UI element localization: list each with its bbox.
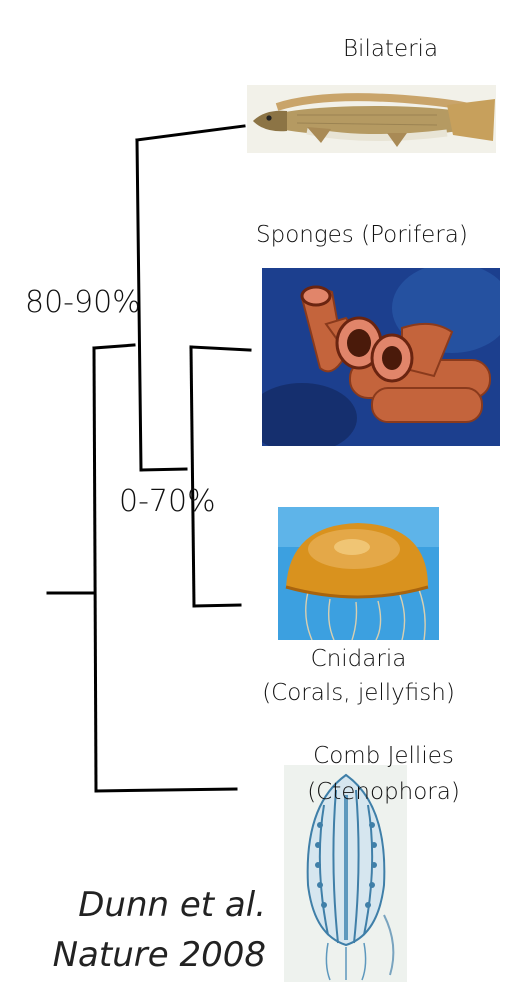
branch-ctenophora bbox=[96, 789, 236, 791]
support-value-inner: 0-70% bbox=[119, 484, 216, 519]
bilateria-image bbox=[247, 85, 496, 153]
jellyfish-icon bbox=[278, 507, 439, 640]
fish-icon bbox=[247, 85, 496, 153]
taxon-label-cnidaria-line2: (Corals, jellyfish) bbox=[246, 676, 471, 710]
sponge-icon bbox=[262, 268, 500, 446]
taxon-label-ctenophora-line2: (Ctenophora) bbox=[284, 774, 483, 810]
taxon-label-ctenophora: Comb Jellies (Ctenophora) bbox=[284, 738, 483, 810]
taxon-label-ctenophora-line1: Comb Jellies bbox=[284, 738, 483, 774]
support-value-outer: 80-90% bbox=[25, 285, 141, 320]
branch-clade-80-90 bbox=[94, 345, 134, 348]
node-sponge-cnidaria-vertical bbox=[191, 347, 194, 606]
branch-clade-0-70 bbox=[141, 469, 186, 470]
root-node-vertical bbox=[94, 348, 96, 791]
citation: Dunn et al. Nature 2008 bbox=[6, 880, 266, 980]
sponges-image bbox=[262, 268, 500, 446]
taxon-label-bilateria: Bilateria bbox=[343, 36, 438, 62]
branch-sponges bbox=[191, 347, 250, 350]
taxon-label-cnidaria: Cnidaria (Corals, jellyfish) bbox=[246, 642, 471, 710]
taxon-label-cnidaria-line1: Cnidaria bbox=[246, 642, 471, 676]
branch-cnidaria bbox=[194, 605, 240, 606]
citation-journal: Nature 2008 bbox=[6, 930, 266, 980]
branch-bilateria bbox=[137, 126, 244, 140]
citation-authors: Dunn et al. bbox=[6, 880, 266, 930]
taxon-label-sponges: Sponges (Porifera) bbox=[256, 222, 468, 248]
cnidaria-image bbox=[278, 507, 439, 640]
